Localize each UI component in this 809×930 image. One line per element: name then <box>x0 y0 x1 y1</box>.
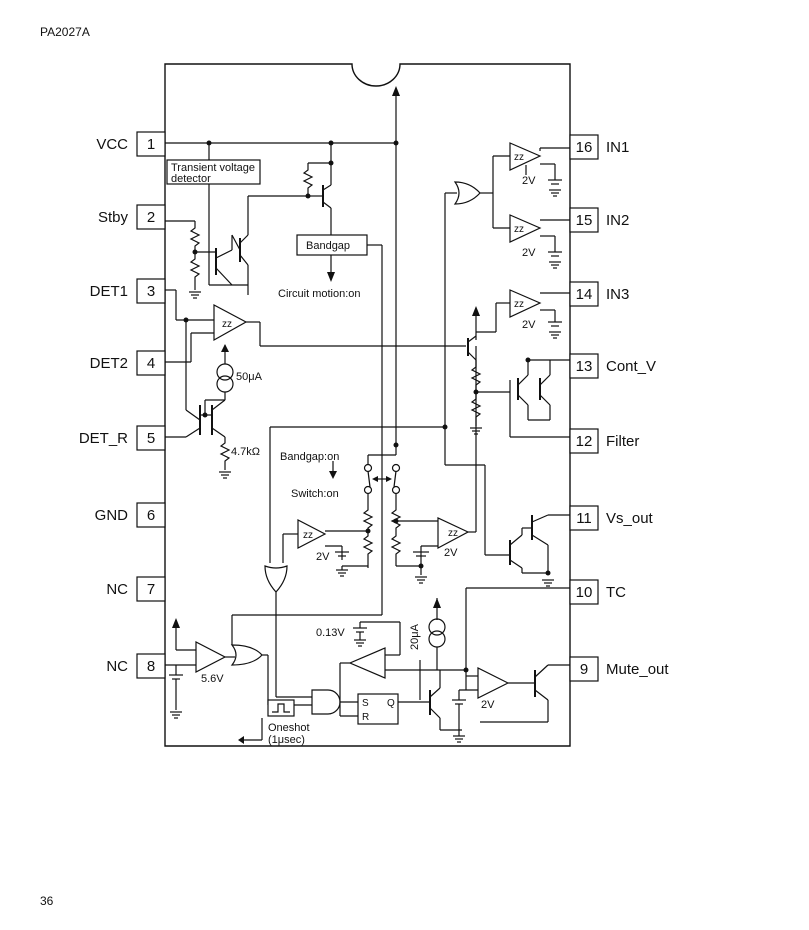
sr-latch <box>357 693 399 725</box>
pin-label-13: Cont_V <box>606 358 656 375</box>
pin-label-2: Stby <box>98 209 129 226</box>
circuit-motion-label: Circuit motion:on <box>278 288 361 300</box>
pin-label-3: DET1 <box>90 283 128 300</box>
pin-box-14 <box>569 281 599 307</box>
pin-number-10: 10 <box>576 584 593 601</box>
chip-outline <box>164 63 571 747</box>
transient-label: Transient voltage <box>171 162 255 174</box>
sr-r-label: R <box>362 712 369 723</box>
transient-detector-box <box>166 159 261 185</box>
pin-label-10: TC <box>606 584 626 601</box>
zz-switch-left: zz <box>303 530 313 541</box>
zz-in2: zz <box>514 224 524 235</box>
pin-box-13 <box>569 353 599 379</box>
pin-number-7: 7 <box>147 581 155 598</box>
bandgap-on-label: Bandgap:on <box>280 451 339 463</box>
voltage-2v-left: 2V <box>316 551 330 563</box>
oneshot-box <box>267 699 295 717</box>
current-50ua-label: 50μA <box>236 371 263 383</box>
pin-label-15: IN2 <box>606 212 629 229</box>
pin-number-9: 9 <box>580 661 588 678</box>
pin-box-9 <box>569 656 599 682</box>
pin-number-1: 1 <box>147 136 155 153</box>
mute-comparator <box>477 667 510 699</box>
pin-box-3 <box>136 278 166 304</box>
pin-label-16: IN1 <box>606 139 629 156</box>
current-20ua-label: 20μA <box>409 623 421 650</box>
pin-box-16 <box>569 134 599 160</box>
pin-box-10 <box>569 579 599 605</box>
pin-number-14: 14 <box>576 286 593 303</box>
pin-label-5: DET_R <box>79 430 128 447</box>
pin-number-2: 2 <box>147 209 155 226</box>
voltage-2v-in3: 2V <box>522 319 536 331</box>
pin-number-3: 3 <box>147 283 155 300</box>
voltage-013-label: 0.13V <box>316 627 345 639</box>
oneshot-label: Oneshot <box>268 722 310 734</box>
internal-wiring <box>165 86 570 744</box>
pin-label-4: DET2 <box>90 355 128 372</box>
resistor-4k7-label: 4.7kΩ <box>231 446 260 458</box>
pin-box-11 <box>569 505 599 531</box>
zz-switch-right: zz <box>448 528 458 539</box>
voltage-56-label: 5.6V <box>201 673 224 685</box>
sr-q-label: Q <box>387 698 395 709</box>
det-comparator <box>213 304 248 342</box>
pin-box-4 <box>136 350 166 376</box>
or-gate-in <box>453 181 481 205</box>
pin-number-15: 15 <box>576 212 593 229</box>
pin-box-2 <box>136 204 166 230</box>
voltage-2v-in1: 2V <box>522 175 536 187</box>
pin-number-6: 6 <box>147 507 155 524</box>
tc-comparator <box>348 647 386 679</box>
pin-label-11: Vs_out <box>606 510 654 527</box>
pin-box-6 <box>136 502 166 528</box>
pin-box-8 <box>136 653 166 679</box>
zz-det: zz <box>222 319 232 330</box>
oneshot-time-label: (1μsec) <box>268 734 305 746</box>
pin-number-4: 4 <box>147 355 155 372</box>
pin-number-5: 5 <box>147 430 155 447</box>
bandgap-label: Bandgap <box>306 240 350 252</box>
part-number: PA2027A <box>40 25 90 39</box>
pin-label-14: IN3 <box>606 286 629 303</box>
or-gate-switch <box>264 565 288 593</box>
pin-number-12: 12 <box>576 433 593 450</box>
pin-number-8: 8 <box>147 658 155 675</box>
pin-number-11: 11 <box>576 510 592 527</box>
or-gate-nc <box>230 644 263 666</box>
diagram-labels: Transient voltage detector Bandgap Circu… <box>171 152 536 746</box>
pin-label-6: GND <box>95 507 129 524</box>
voltage-2v-in2: 2V <box>522 247 536 259</box>
pin-label-9: Mute_out <box>606 661 669 678</box>
zz-in3: zz <box>514 299 524 310</box>
pin-label-8: NC <box>106 658 128 675</box>
pin-number-16: 16 <box>576 139 593 156</box>
page-number: 36 <box>40 894 54 908</box>
pin-box-1 <box>136 131 166 157</box>
and-gate <box>311 689 341 715</box>
pin-label-12: Filter <box>606 433 639 450</box>
pin-box-5 <box>136 425 166 451</box>
voltage-2v-mute: 2V <box>481 699 495 711</box>
voltage-2v-right: 2V <box>444 547 458 559</box>
pin-label-7: NC <box>106 581 128 598</box>
zz-in1: zz <box>514 152 524 163</box>
pin-box-12 <box>569 428 599 454</box>
switch-comparator-right <box>437 517 470 549</box>
transient-label-2: detector <box>171 173 211 185</box>
switch-on-label: Switch:on <box>291 488 339 500</box>
pin-box-7 <box>136 576 166 602</box>
pin-number-13: 13 <box>576 358 593 375</box>
nc-comparator <box>195 641 227 673</box>
sr-s-label: S <box>362 698 369 709</box>
pin-label-1: VCC <box>96 136 128 153</box>
